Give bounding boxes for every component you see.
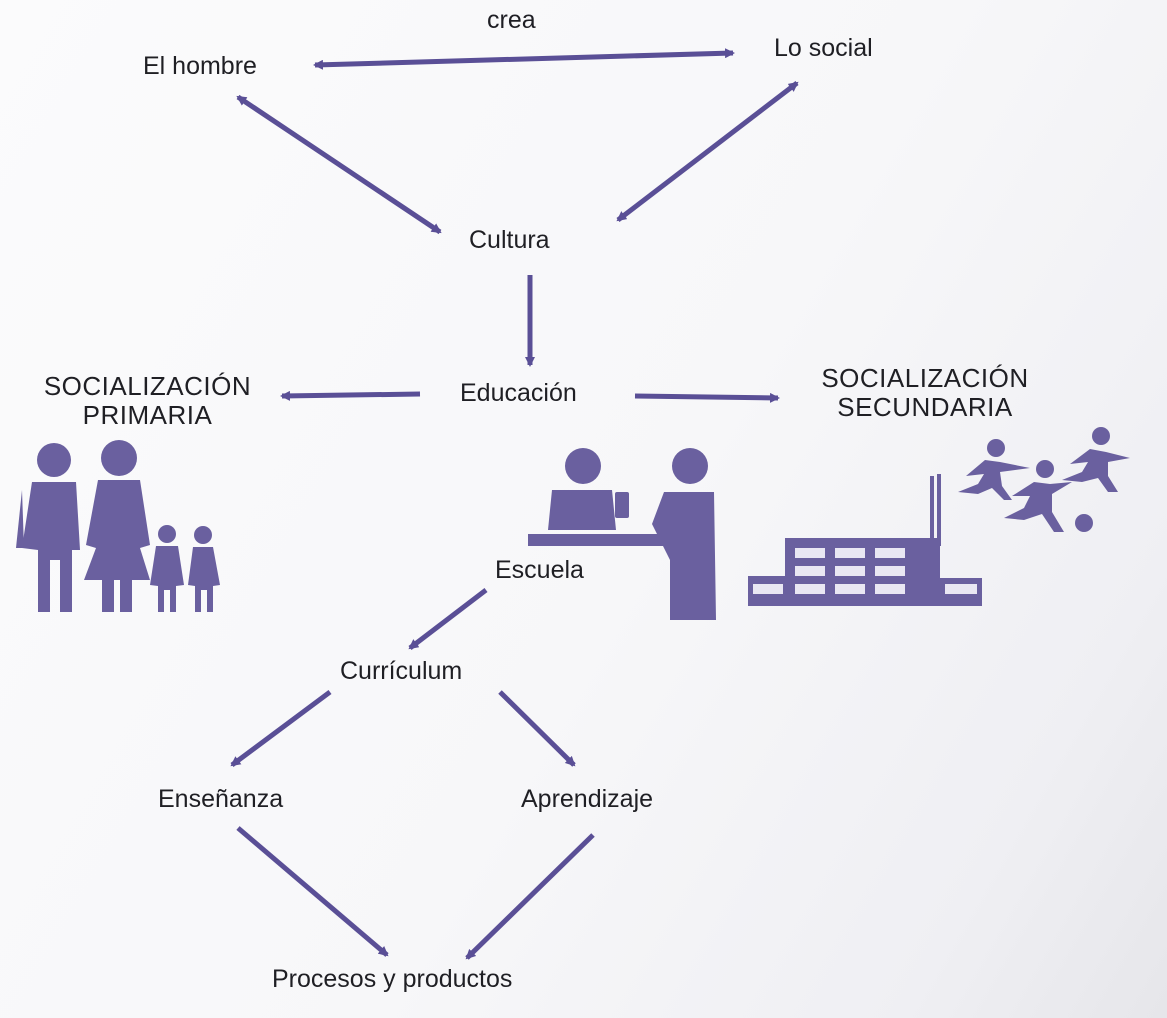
runners-icon	[958, 427, 1130, 532]
arrow-hombre-cultura	[236, 94, 442, 235]
node-socializacion-secundaria: SOCIALIZACIÓN SECUNDARIA	[794, 363, 1056, 423]
socializacion-primaria-line1: SOCIALIZACIÓN	[43, 371, 252, 401]
node-escuela: Escuela	[495, 556, 584, 584]
family-icon	[16, 440, 220, 612]
node-lo-social: Lo social	[774, 34, 873, 62]
arrow-curriculum-aprendizaje	[498, 690, 576, 767]
arrow-educacion-primaria	[280, 390, 421, 401]
arrow-educacion-secundaria	[634, 392, 780, 403]
arrow-escuela-curriculum	[408, 588, 488, 650]
node-procesos-y-productos: Procesos y productos	[272, 965, 513, 993]
node-aprendizaje: Aprendizaje	[521, 785, 654, 813]
node-educacion: Educación	[460, 379, 577, 407]
school-desk-icon	[528, 448, 716, 620]
node-ensenanza: Enseñanza	[158, 785, 284, 813]
factory-icon	[748, 474, 982, 606]
node-socializacion-primaria: SOCIALIZACIÓN PRIMARIA	[20, 371, 275, 431]
node-el-hombre: El hombre	[143, 52, 257, 80]
label-crea: crea	[487, 6, 536, 34]
arrow-social-cultura	[616, 81, 799, 222]
socializacion-secundaria-line2: SECUNDARIA	[837, 392, 1013, 423]
socializacion-secundaria-line1: SOCIALIZACIÓN	[821, 363, 1029, 393]
arrow-hombre-social	[313, 48, 735, 70]
node-curriculum: Currículum	[340, 657, 463, 685]
arrow-ensenanza-procesos	[236, 826, 389, 957]
arrow-aprendizaje-procesos	[465, 833, 595, 960]
node-cultura: Cultura	[469, 226, 550, 254]
socializacion-primaria-line2: PRIMARIA	[82, 400, 213, 431]
arrow-curriculum-ensenanza	[230, 689, 332, 768]
